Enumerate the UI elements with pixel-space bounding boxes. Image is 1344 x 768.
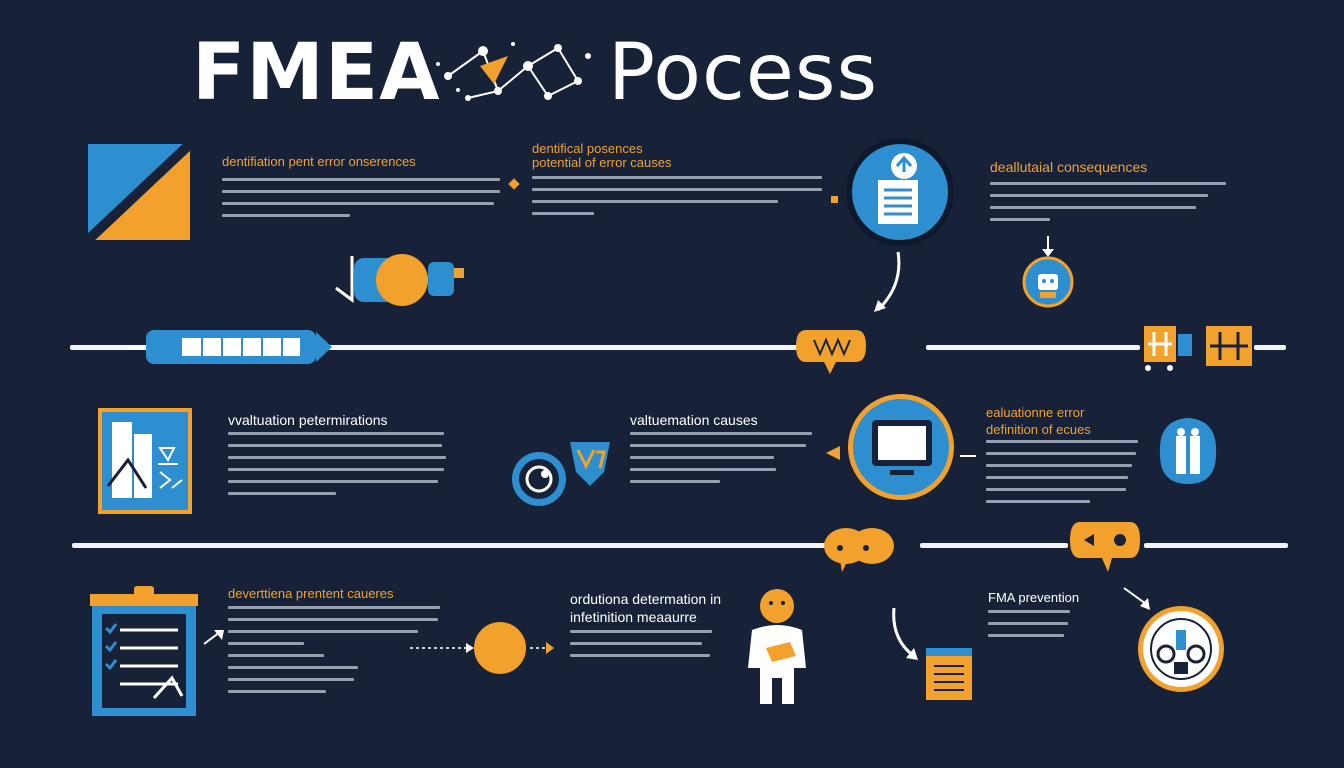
process-rail-2a [72,543,826,548]
step-2-heading: dentifical posences potential of error c… [532,141,672,170]
step-4-heading: vvaltuation petermirations [228,412,388,428]
step-6-heading: ealuationne error definition of ecues [986,405,1091,437]
small-arrow-icon [203,630,224,645]
step-6-body [986,440,1138,512]
network-graph-icon [436,42,591,101]
step-1-body [222,178,500,226]
step-9-body [988,610,1070,646]
curved-arrow-icon-2 [892,607,918,660]
step-5-heading: valtuemation causes [630,412,758,428]
process-rail-2c [1144,543,1288,548]
down-arrow-icon [1042,236,1054,257]
step-4-body [228,432,446,504]
connector-diamond [508,178,520,190]
tv-icon [570,442,610,486]
page-title-right: Pocess [608,28,879,118]
step-3-body [990,182,1226,230]
curved-arrow-icon [874,251,901,312]
monitor-icon [848,394,954,500]
left-arrow-icon [826,446,840,460]
process-rail-2b [920,543,1068,548]
notepad-icon [926,648,972,700]
folded-square-icon [88,144,190,240]
process-node-icon [410,622,554,674]
step-8-heading: ordutiona determation in infetinition me… [570,591,721,625]
clipboard-icon [846,138,954,246]
step-2-body [532,176,822,224]
speech-bubble-marker-icon [796,330,866,374]
step-5-body [630,432,812,492]
small-arrow-icon-2 [1123,587,1150,610]
step-8-body [570,630,712,666]
step-7-body [228,606,440,702]
checklist-icon [90,586,198,716]
gear-badge-icon [512,452,566,506]
person-icon [748,589,806,704]
step-9-heading: FMA prevention [988,590,1080,605]
process-rail-1c [1254,345,1286,350]
process-rail-1b [926,345,1140,350]
speech-bubble-marker-icon-2 [1070,522,1140,572]
process-rail-1a [70,345,798,350]
step-3-heading: deallutaial consequences [990,159,1148,175]
pipeline-boxes-icon [1144,326,1252,371]
lab-equipment-icon [98,408,192,514]
robot-icon [1022,256,1074,308]
syringe-icon [128,330,332,364]
step-1-heading: dentifiation pent error onserences [222,154,416,169]
connector-square [831,196,838,203]
gauge-icon [1138,606,1224,692]
flask-icon [1159,418,1217,484]
connector-dash [960,455,976,457]
speech-bubble-marker-icon [824,528,894,572]
capsule-pipeline-icon [335,254,464,306]
page-title-left: FMEA [192,28,441,118]
step-7-heading: deverttiena prentent caueres [228,586,394,601]
